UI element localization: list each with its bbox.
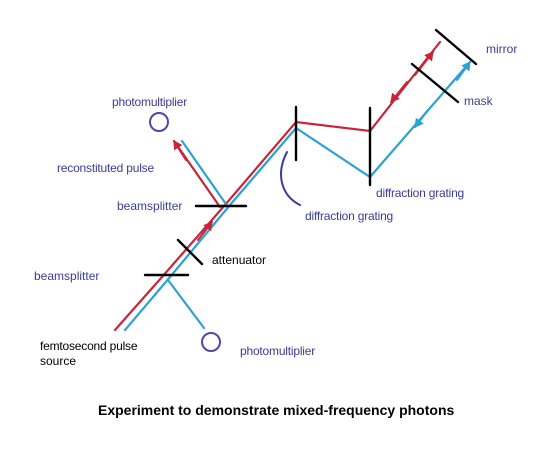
label-photomultiplier-top: photomultiplier [112,95,187,109]
red-arrow-to-mirror [414,51,434,76]
grating-leader-line [280,151,301,206]
mirror-element [434,28,478,66]
optical-elements [143,28,478,277]
red-arrow-upper-beamsplitter [197,221,213,241]
photomultiplier-top-detector [149,112,169,132]
blue-beam-main [123,60,472,332]
mask-element [410,62,460,104]
direction-arrows [173,51,471,241]
photomultiplier-bottom-detector [201,332,221,352]
blue-beam-to-photomultiplier [180,139,230,209]
red-arrow-from-mirror [390,81,408,103]
label-photomultiplier-bottom: photomultiplier [240,344,315,358]
blue-beam-to-lower-photomultiplier [166,278,206,330]
label-mask: mask [464,94,494,108]
label-beamsplitter-upper: beamsplitter [117,199,182,213]
label-diffraction-grating-lower: diffraction grating [305,209,393,223]
label-mirror: mirror [486,42,517,56]
red-arrow-reconstituted [173,140,187,161]
label-reconstituted-pulse: reconstituted pulse [57,161,154,175]
blue-arrow-return [414,109,429,128]
label-attenuator: attenuator [212,253,266,267]
label-source-line2: source [40,354,76,368]
attenuator-element [176,238,204,266]
figure-caption: Experiment to demonstrate mixed-frequenc… [98,402,455,418]
blue-beam-path [123,60,472,332]
label-diffraction-grating-right: diffraction grating [376,186,464,200]
label-source-line1: femtosecond pulse [40,339,138,353]
red-beam-main [113,40,442,332]
blue-arrow-from-mirror-top [456,61,471,81]
label-beamsplitter-lower: beamsplitter [34,269,99,283]
